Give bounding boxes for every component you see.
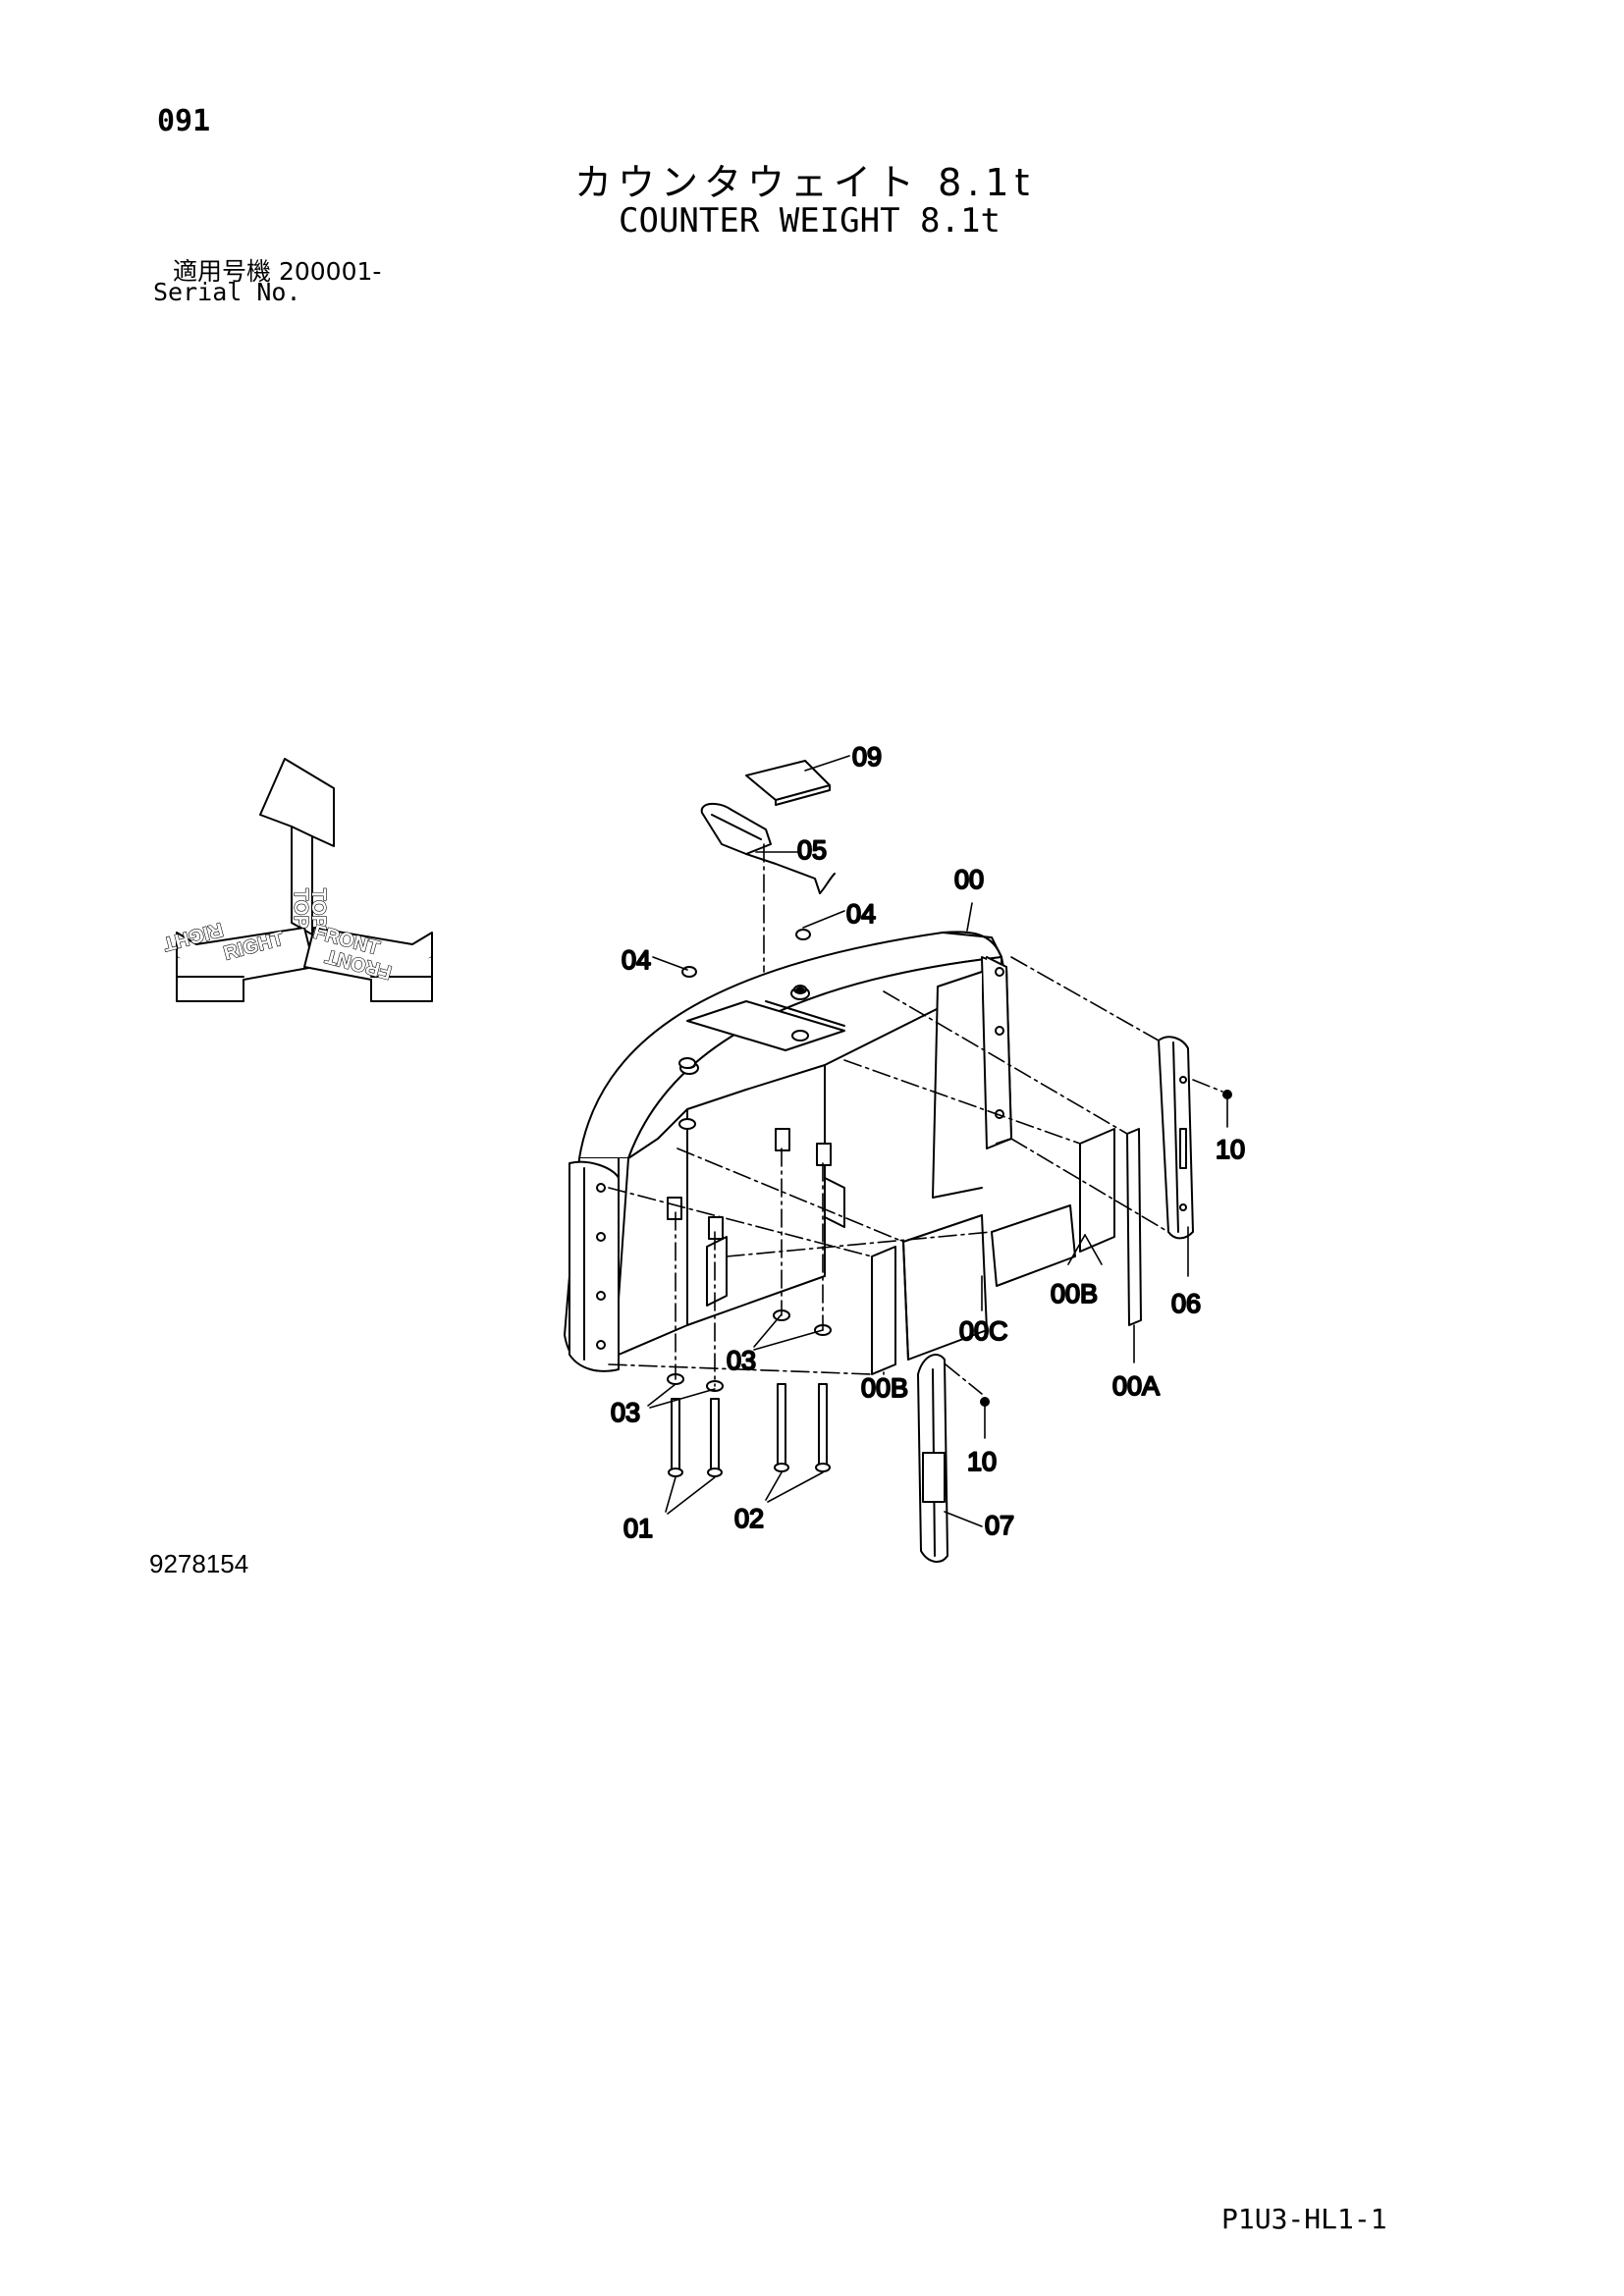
part-10-screw <box>1222 1090 1232 1099</box>
page-number: 091 <box>157 104 211 138</box>
callout-00B-right: 00B <box>1051 1279 1098 1308</box>
callout-00: 00 <box>954 865 984 894</box>
callout-02: 02 <box>734 1504 764 1533</box>
callout-01: 01 <box>623 1514 653 1543</box>
orientation-top-label: TOP <box>290 888 311 929</box>
part-04-plug-right <box>795 929 811 940</box>
callout-10-upper: 10 <box>1216 1135 1245 1164</box>
page-title-japanese: カウンタウェイト 8.1t <box>574 161 1036 204</box>
leader-lines <box>647 755 1228 1527</box>
sheet-code: P1U3-HL1-1 <box>1221 2203 1387 2235</box>
orientation-top-label-mirror: TOP <box>307 888 329 929</box>
drawing-number: 9278154 <box>149 1549 249 1578</box>
callout-07: 07 <box>985 1511 1014 1540</box>
callout-10-lower: 10 <box>967 1447 997 1476</box>
part-00B-plate-near <box>991 1204 1076 1287</box>
callout-06: 06 <box>1171 1289 1201 1318</box>
part-05-lamp <box>700 802 772 855</box>
bolts-group <box>667 1128 832 1477</box>
callout-00A: 00A <box>1112 1371 1160 1401</box>
callout-03-right: 03 <box>727 1346 756 1375</box>
orientation-key: TOP TOP RIGHT RIGHT FRONT FRONT <box>160 758 433 1002</box>
callout-09: 09 <box>852 742 882 772</box>
part-02-bolt <box>818 1383 828 1468</box>
counterweight-body <box>564 931 1012 1372</box>
callout-00B-left: 00B <box>861 1373 908 1403</box>
page-title-english: COUNTER WEIGHT 8.1t <box>619 201 1001 240</box>
callout-05: 05 <box>797 835 827 865</box>
part-00A-strip <box>1126 1128 1142 1326</box>
callout-04-left: 04 <box>622 945 651 975</box>
part-01-bolt <box>710 1398 720 1473</box>
part-02-bolt <box>777 1383 786 1468</box>
top-arrow-icon <box>259 758 335 935</box>
part-01-bolt <box>671 1398 680 1473</box>
assembly-lines <box>608 843 1223 1395</box>
part-00B-plate-left <box>871 1246 896 1375</box>
part-10-screw <box>980 1397 990 1407</box>
callout-00C: 00C <box>959 1316 1008 1346</box>
callout-03-left: 03 <box>611 1398 640 1427</box>
callout-04-right: 04 <box>846 899 876 929</box>
serial-label-english: Serial No. <box>153 278 301 306</box>
serial-label-japanese: 適用号機 200001- <box>173 257 382 286</box>
